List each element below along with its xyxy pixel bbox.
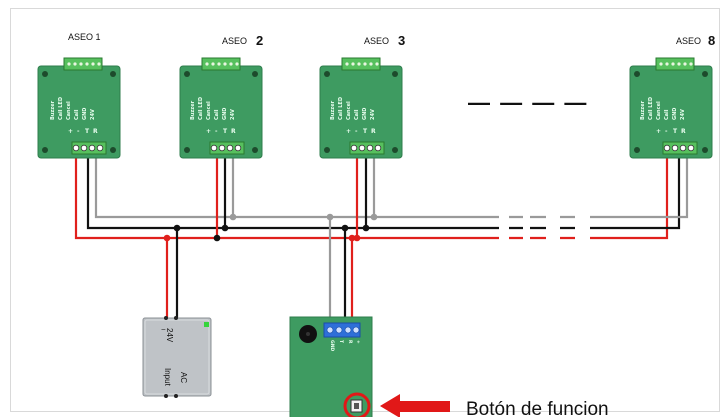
power-led — [204, 322, 209, 327]
module-aseo-3: Buzzer Call LED Cancel Call GND 24V + - … — [319, 57, 403, 159]
pin-label-plus: + — [68, 128, 73, 135]
module-title-number-aseo-8: 8 — [708, 33, 715, 48]
terminal-label-buzzer: Buzzer — [50, 100, 56, 120]
power-supply-polarity-icon: − — [161, 325, 166, 334]
terminal-label-call: Call — [664, 109, 670, 120]
pin-label-r: R — [93, 128, 98, 135]
pin-label-t: T — [223, 128, 228, 135]
pin-label-plus: + — [656, 128, 661, 135]
pin-label-t: T — [673, 128, 678, 135]
power-supply: 24V AC Input − — [142, 316, 212, 398]
terminal-label-buzzer: Buzzer — [190, 100, 196, 120]
pin-label-t: T — [85, 128, 90, 135]
power-supply-voltage: 24V — [165, 328, 174, 343]
pin-label-minus: - — [355, 128, 358, 135]
terminal-label-buzzer: Buzzer — [640, 100, 646, 120]
terminal-label-cancel: Cancel — [206, 101, 212, 120]
module-titles: ASEO 1 ASEO 2 ASEO 3 ASEO 8 — [68, 32, 715, 48]
top-terminal-block — [201, 57, 241, 71]
module-title-number-aseo-3: 3 — [398, 33, 405, 48]
terminal-label-gnd: GND — [222, 108, 228, 120]
bus-wires — [74, 152, 689, 325]
module-aseo-1: Buzzer Call LED Cancel Call GND 24V + - … — [37, 57, 121, 159]
terminal-label-call-led: Call LED — [58, 97, 64, 120]
black-bus-wire — [86, 152, 681, 230]
terminal-label-24v: 24V — [90, 109, 96, 120]
module-title-prefix-aseo-8: ASEO — [676, 36, 701, 46]
controller-board: GND T R + — [289, 316, 373, 417]
top-terminal-block — [655, 57, 695, 71]
terminal-label-cancel: Cancel — [656, 101, 662, 120]
module-ellipsis: — — — — — [468, 90, 588, 115]
power-supply-ac-label: AC — [179, 372, 188, 383]
pin-label-plus: + — [206, 128, 211, 135]
pin-label-plus: + — [346, 128, 351, 135]
module-title-prefix-aseo-3: ASEO — [364, 36, 389, 46]
pin-label-minus: - — [215, 128, 218, 135]
arrow-left-icon — [380, 394, 450, 417]
terminal-label-call-led: Call LED — [338, 97, 344, 120]
pin-label-minus: - — [665, 128, 668, 135]
terminal-label-24v: 24V — [680, 109, 686, 120]
terminal-label-call: Call — [74, 109, 80, 120]
junction-dots — [163, 213, 378, 242]
function-button-label: Botón de funcion — [466, 399, 609, 417]
module-aseo-8: Buzzer Call LED Cancel Call GND 24V + - … — [629, 57, 713, 159]
terminal-label-call: Call — [354, 109, 360, 120]
terminal-label-buzzer: Buzzer — [330, 100, 336, 120]
controller-pin-plus: + — [355, 340, 361, 344]
controller-pin-r: R — [347, 340, 353, 344]
module-title-prefix-aseo-2: ASEO — [222, 36, 247, 46]
function-button-annotation: Botón de funcion — [380, 394, 609, 417]
terminal-label-call-led: Call LED — [648, 97, 654, 120]
terminal-label-cancel: Cancel — [346, 101, 352, 120]
terminal-label-call-led: Call LED — [198, 97, 204, 120]
pin-label-t: T — [363, 128, 368, 135]
terminal-label-24v: 24V — [230, 109, 236, 120]
terminal-label-24v: 24V — [370, 109, 376, 120]
controller-pin-t: T — [338, 340, 344, 344]
pin-label-minus: - — [77, 128, 80, 135]
gray-bus-wire — [94, 152, 689, 219]
terminal-label-gnd: GND — [672, 108, 678, 120]
pin-label-r: R — [231, 128, 236, 135]
terminal-label-cancel: Cancel — [66, 101, 72, 120]
controller-pin-gnd: GND — [329, 340, 335, 351]
terminal-label-gnd: GND — [362, 108, 368, 120]
terminal-label-call: Call — [214, 109, 220, 120]
function-button-highlight — [343, 392, 371, 417]
red-bus-wire — [74, 152, 669, 240]
module-aseo-2: Buzzer Call LED Cancel Call GND 24V + - … — [179, 57, 263, 159]
power-supply-input-label: Input — [163, 368, 172, 387]
top-terminal-block — [341, 57, 381, 71]
top-terminal-block — [63, 57, 103, 71]
pin-label-r: R — [371, 128, 376, 135]
terminal-label-gnd: GND — [82, 108, 88, 120]
module-title-number-aseo-2: 2 — [256, 33, 263, 48]
module-title-aseo-1: ASEO 1 — [68, 32, 101, 42]
pin-label-r: R — [681, 128, 686, 135]
